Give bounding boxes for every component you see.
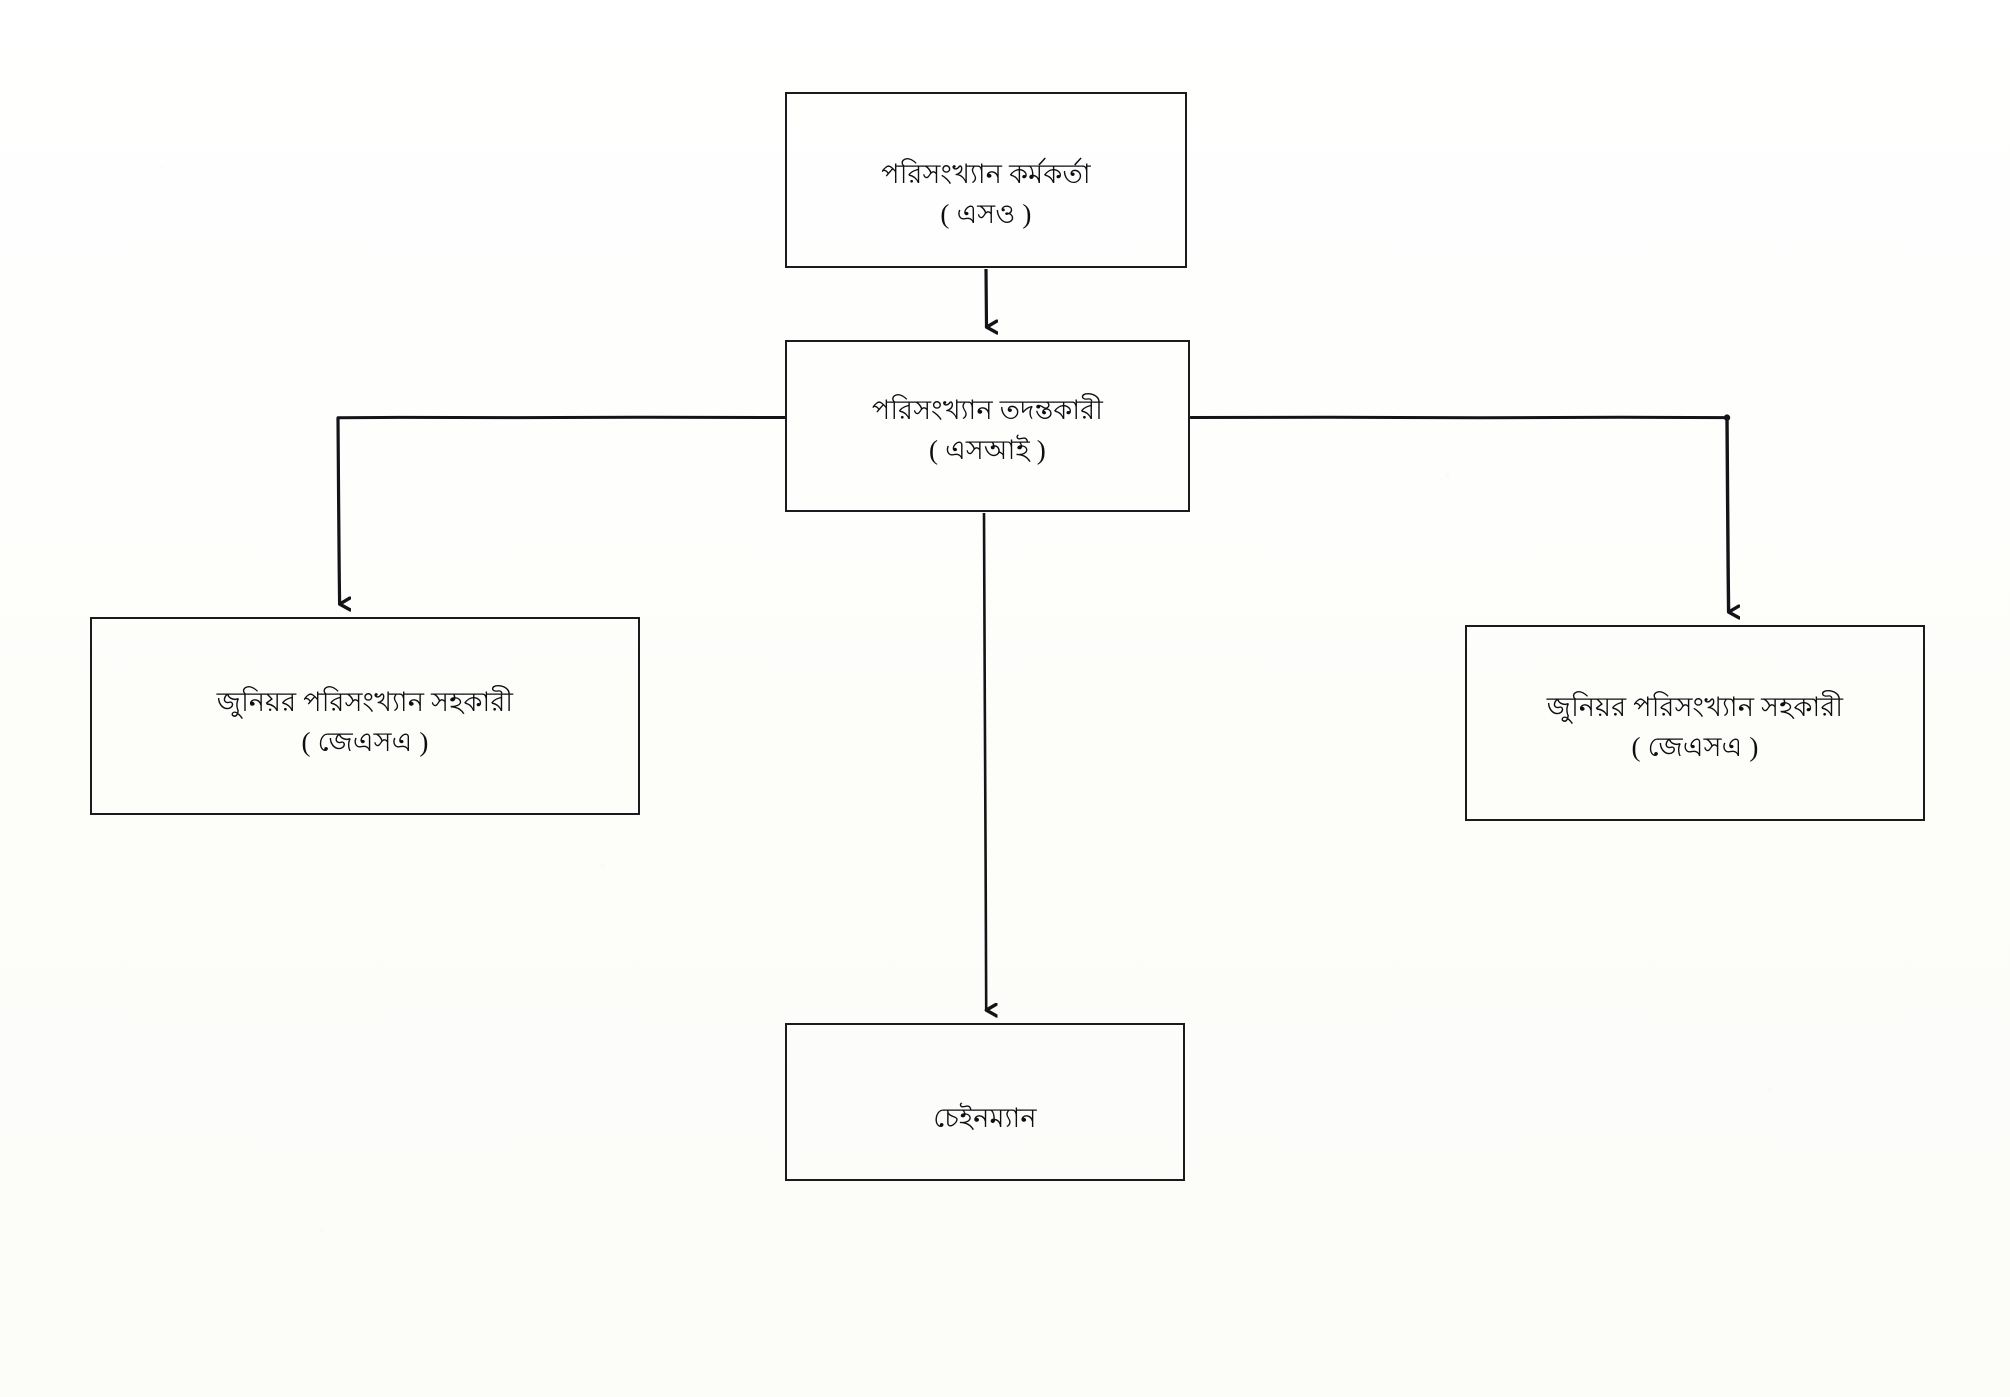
node-statistical-investigator[interactable]: পরিসংখ্যান তদন্তকারী ( এসআই ) [785, 340, 1190, 512]
node-junior-statistical-assistant-right[interactable]: জুনিয়র পরিসংখ্যান সহকারী ( জেএসএ ) [1465, 625, 1925, 821]
node-abbreviation: ( এসও ) [940, 199, 1032, 229]
node-text-stack: পরিসংখ্যান তদন্তকারী ( এসআই ) [872, 391, 1103, 470]
node-text-stack: পরিসংখ্যান কর্মকর্তা ( এসও ) [881, 155, 1090, 234]
node-title: পরিসংখ্যান কর্মকর্তা [881, 158, 1091, 189]
node-text-stack: জুনিয়র পরিসংখ্যান সহকারী ( জেএসএ ) [217, 683, 513, 762]
node-text-stack: জুনিয়র পরিসংখ্যান সহকারী ( জেএসএ ) [1547, 688, 1843, 767]
node-title: জুনিয়র পরিসংখ্যান সহকারী [216, 686, 514, 717]
node-abbreviation: ( জেএসএ ) [1631, 732, 1759, 762]
edge-si-to-jsa-left [336, 415, 787, 604]
node-chainman[interactable]: চেইনম্যান [785, 1023, 1185, 1181]
edge-so-to-si [984, 268, 987, 327]
edge-si-to-chainman [982, 512, 986, 1010]
edge-si-to-jsa-right [1189, 414, 1730, 612]
node-text-stack: চেইনম্যান [933, 1099, 1036, 1137]
node-statistics-officer[interactable]: পরিসংখ্যান কর্মকর্তা ( এসও ) [785, 92, 1187, 268]
node-abbreviation: ( জেএসএ ) [301, 727, 429, 757]
node-title: জুনিয়র পরিসংখ্যান সহকারী [1546, 691, 1844, 722]
node-title: চেইনম্যান [933, 1102, 1037, 1133]
node-title: পরিসংখ্যান তদন্তকারী [871, 394, 1104, 425]
node-junior-statistical-assistant-left[interactable]: জুনিয়র পরিসংখ্যান সহকারী ( জেএসএ ) [90, 617, 640, 815]
node-abbreviation: ( এসআই ) [928, 435, 1046, 465]
